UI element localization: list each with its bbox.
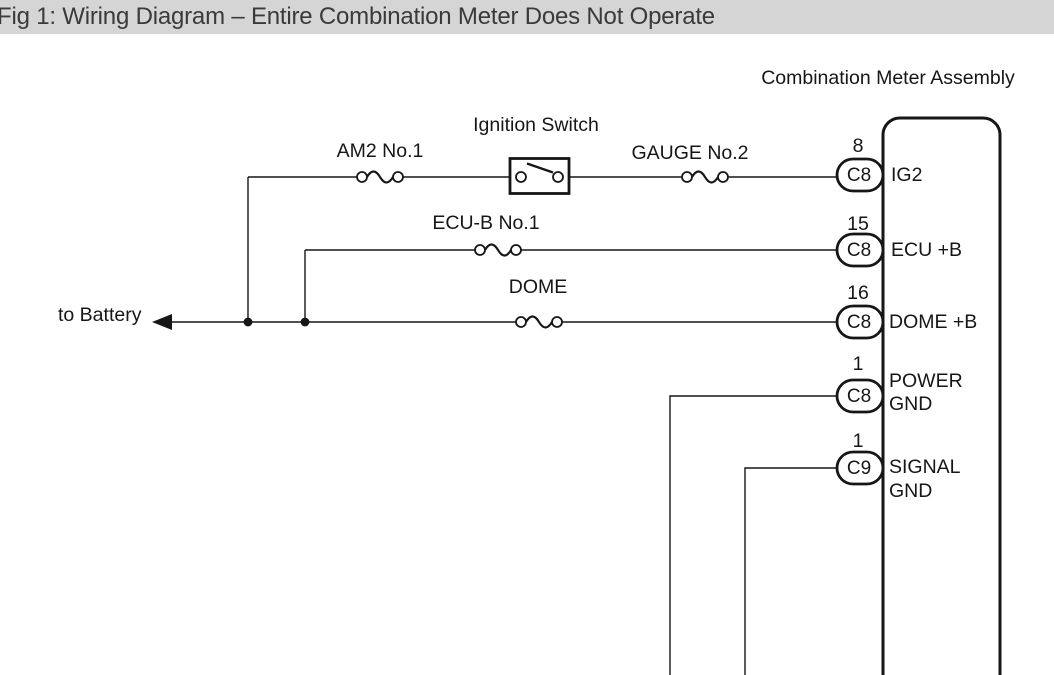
ignition-switch-label: Ignition Switch bbox=[473, 114, 599, 136]
terminal-label-dome-b: DOME +B bbox=[889, 311, 977, 333]
connector-code-power-gnd: C8 bbox=[847, 386, 871, 407]
pin-number-dome-b: 16 bbox=[847, 282, 869, 304]
wire-signal-gnd bbox=[744, 467, 838, 675]
connector-code-dome-b: C8 bbox=[847, 312, 871, 333]
junction-dot bbox=[300, 317, 310, 327]
wire-ig2-row bbox=[247, 176, 838, 322]
connector-oval-power-gnd bbox=[835, 378, 885, 414]
figure-title-bar: Fig 1: Wiring Diagram – Entire Combinati… bbox=[0, 0, 1054, 34]
battery-arrow-icon bbox=[152, 314, 172, 330]
terminal-label-power: POWER bbox=[889, 370, 963, 392]
battery-label: to Battery bbox=[58, 304, 142, 326]
terminal-label-ecu-b: ECU +B bbox=[891, 239, 962, 261]
terminal-label-power-gnd: GND bbox=[889, 393, 932, 415]
ignition-switch-symbol bbox=[508, 157, 571, 195]
fuse-label-ecu-b: ECU-B No.1 bbox=[432, 212, 539, 234]
fuse-symbol-ecu-b bbox=[474, 243, 522, 257]
fuse-label-am2: AM2 No.1 bbox=[337, 140, 424, 162]
fuse-symbol-am2 bbox=[356, 170, 404, 184]
fuse-symbol-dome bbox=[515, 315, 563, 329]
terminal-label-signal: SIGNAL bbox=[889, 456, 961, 478]
connector-code-signal-gnd: C9 bbox=[847, 458, 871, 479]
combination-meter-assembly-box bbox=[881, 116, 1002, 675]
wire-power-gnd bbox=[669, 395, 838, 675]
pin-number-power-gnd: 1 bbox=[853, 353, 864, 375]
pin-number-ecu-b: 15 bbox=[847, 213, 869, 235]
pin-number-signal-gnd: 1 bbox=[853, 430, 864, 452]
figure-title: Fig 1: Wiring Diagram – Entire Combinati… bbox=[0, 3, 715, 30]
connector-oval-ecu-b bbox=[835, 232, 885, 268]
connector-code-ig2: C8 bbox=[847, 165, 871, 186]
fuse-label-gauge: GAUGE No.2 bbox=[631, 142, 748, 164]
terminal-label-ig2: IG2 bbox=[891, 164, 922, 186]
terminal-label-signal-gnd: GND bbox=[889, 480, 932, 502]
fuse-symbol-gauge bbox=[681, 170, 729, 184]
connector-oval-signal-gnd bbox=[835, 450, 885, 486]
fuse-label-dome: DOME bbox=[509, 276, 568, 298]
junction-dot bbox=[243, 317, 253, 327]
connector-code-ecu-b: C8 bbox=[847, 240, 871, 261]
connector-oval-ig2 bbox=[835, 157, 885, 193]
assembly-label: Combination Meter Assembly bbox=[761, 67, 1015, 89]
connector-oval-dome-b bbox=[835, 304, 885, 340]
pin-number-ig2: 8 bbox=[853, 135, 864, 157]
wire-ecu-b-row bbox=[304, 249, 838, 322]
